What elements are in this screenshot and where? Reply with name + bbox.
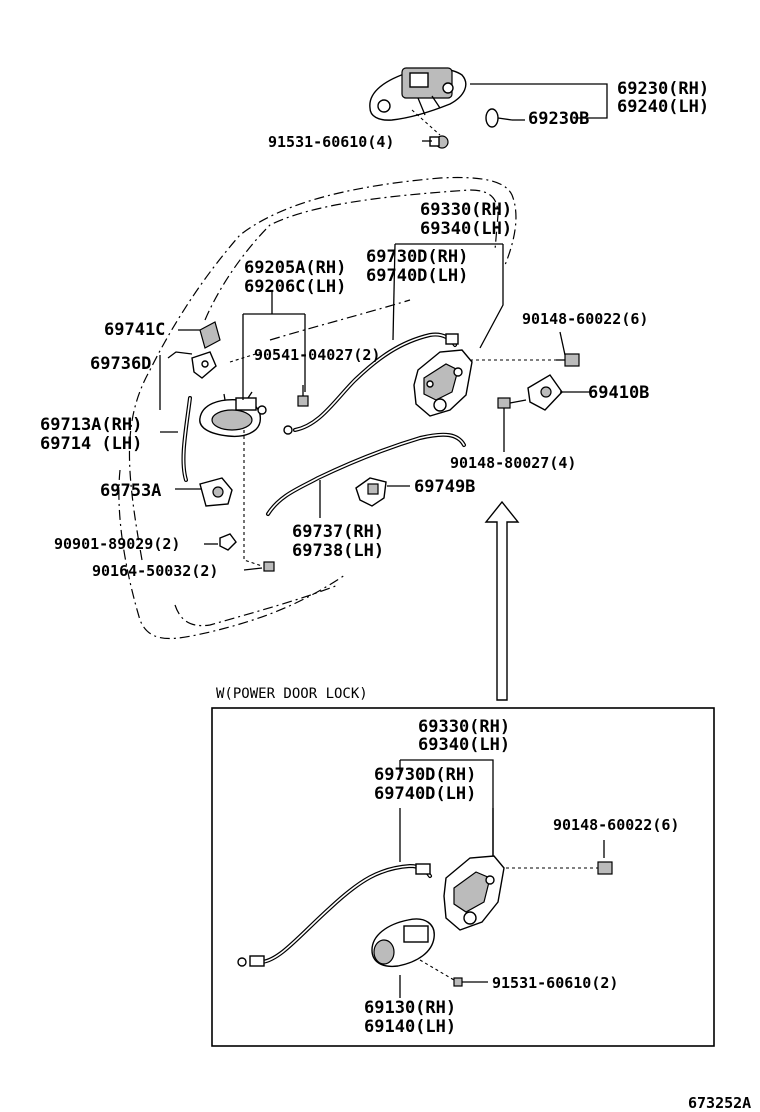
label-69410B: 69410B [588,383,649,403]
striker-69410B [527,374,563,411]
inset-power-door-lock: W(POWER DOOR LOCK) 69330(RH) 69340(LH) 6… [211,686,715,1047]
clip-69749B [355,477,387,507]
inset-label-69330: 69330(RH) [418,717,510,737]
inset-label-69740D: 69740D(LH) [374,784,476,804]
screw-90541 [297,385,309,407]
lock-rod-69713A [181,396,192,482]
lock-knob-69753A [199,477,233,507]
outside-handle-69230 [369,67,467,121]
handle-screw-69230B [485,108,513,128]
label-69740D: 69740D(LH) [366,266,468,286]
inset-note: W(POWER DOOR LOCK) [216,686,368,702]
clip-90901 [219,533,237,551]
label-69738: 69738(LH) [292,541,384,561]
inset-label-91531: 91531-60610(2) [492,974,618,992]
inset-label-69730D: 69730D(RH) [374,765,476,785]
label-69340: 69340(LH) [420,219,512,239]
label-69230: 69230(RH) [617,79,709,99]
label-69206C: 69206C(LH) [244,277,346,297]
label-91531-a: 91531-60610(4) [268,133,394,151]
label-90148-b: 90148-80027(4) [450,454,576,472]
label-90148-a: 90148-60022(6) [522,310,648,328]
label-69753A: 69753A [100,481,161,501]
label-69230B: 69230B [528,109,589,129]
bracket-69736D [191,351,217,379]
label-69741C: 69741C [104,320,165,340]
cable-69730D [283,332,459,435]
label-90541: 90541-04027(2) [254,346,380,364]
screw-90148-a [556,353,580,367]
arrow-up [484,500,520,701]
door-lock-69330 [413,349,473,417]
screw-90148-b [497,397,527,409]
leader-90164 [243,430,263,567]
screw-91531 [429,135,449,149]
diagram-code: 673252A [688,1094,751,1112]
rod-69737 [266,432,466,516]
label-69730D: 69730D(RH) [366,247,468,267]
label-69736D: 69736D [90,354,151,374]
label-69330: 69330(RH) [420,200,512,220]
main-labels: 69230(RH) 69240(LH) 69230B 91531-60610(4… [40,79,709,580]
label-69749B: 69749B [414,477,475,497]
label-90164: 90164-50032(2) [92,562,218,580]
inset-label-69340: 69340(LH) [418,735,510,755]
label-90901: 90901-89029(2) [54,535,180,553]
label-69737: 69737(RH) [292,522,384,542]
label-69713A: 69713A(RH) [40,415,142,435]
label-69714: 69714 (LH) [40,434,142,454]
label-69240: 69240(LH) [617,97,709,117]
inset-label-69140: 69140(LH) [364,1017,456,1037]
leader-lines [159,83,608,571]
screw-90164 [263,561,275,572]
label-69205A: 69205A(RH) [244,258,346,278]
bezel-69741C [199,321,221,349]
inset-label-90148: 90148-60022(6) [553,816,679,834]
inset-label-69130: 69130(RH) [364,998,456,1018]
inside-handle-69205A [199,391,267,438]
